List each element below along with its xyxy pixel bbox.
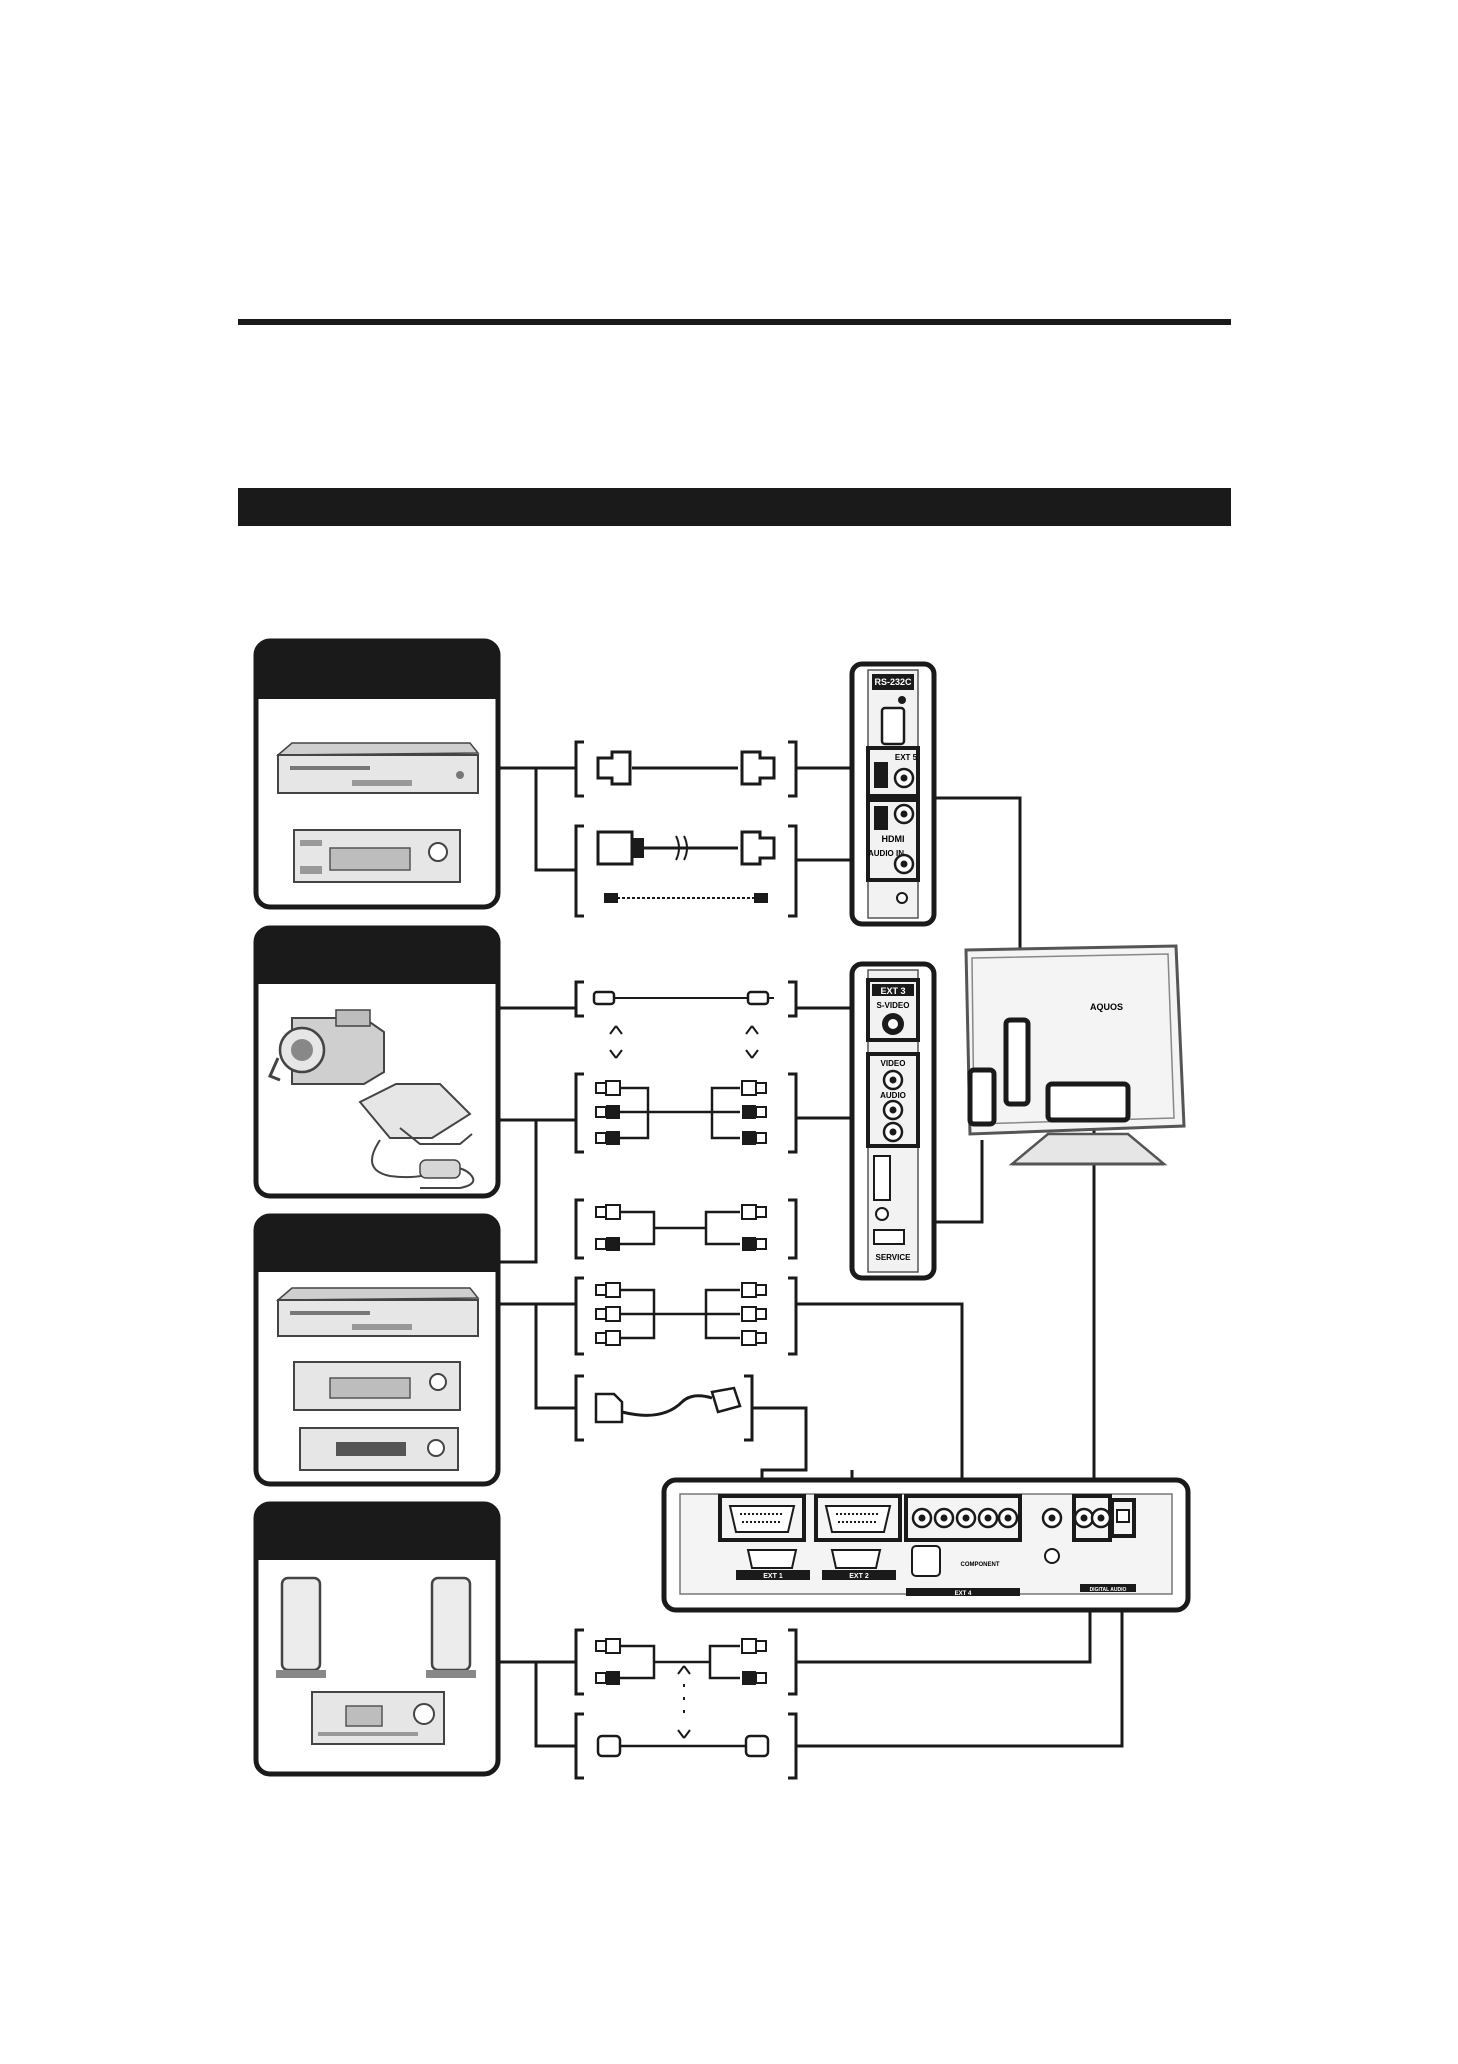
cable-audio-out-rca — [574, 1628, 798, 1739]
av-receiver-icon — [293, 1361, 461, 1411]
tv-rear-view: AQUOS — [964, 944, 1186, 1166]
device-box-scart-sources — [253, 1213, 501, 1487]
av-receiver-icon — [293, 829, 461, 883]
ext1-label: EXT 1 — [763, 1573, 783, 1580]
section-header-band — [238, 488, 1231, 526]
amplifier-icon — [311, 1691, 445, 1745]
bottom-terminal-panel: EXT 1 EXT 2 COMPONENT EXT 4 DIGITAL AUDI… — [661, 1477, 1191, 1613]
cable-composite-av — [574, 1072, 798, 1154]
game-console-icon — [358, 1083, 475, 1189]
vcr-icon — [299, 1427, 459, 1471]
cable-scart — [574, 1374, 754, 1442]
side-terminal-panel-top: RS-232C EXT 5 HDMI AUDIO IN — [849, 661, 937, 927]
speaker-left-icon — [276, 1576, 326, 1678]
rs232c-label: RS-232C — [874, 677, 912, 687]
ext2-label: EXT 2 — [849, 1573, 869, 1580]
cable-s-video — [574, 980, 798, 1059]
hdmi-label: HDMI — [882, 834, 905, 844]
section-rule — [238, 319, 1231, 325]
ext3-label: EXT 3 — [880, 986, 905, 996]
dvd-recorder-icon — [275, 742, 480, 794]
service-label: SERVICE — [876, 1253, 912, 1262]
video-label: VIDEO — [881, 1059, 906, 1068]
tv-brand-label: AQUOS — [1090, 1002, 1123, 1012]
digital-audio-label: DIGITAL AUDIO — [1090, 1587, 1127, 1593]
dvd-recorder-icon — [275, 1287, 480, 1337]
speaker-right-icon — [426, 1576, 476, 1678]
ext5-label: EXT 5 — [895, 753, 918, 762]
cable-routing — [498, 766, 1124, 1748]
side-terminal-panel-bottom: EXT 3 S-VIDEO VIDEO AUDIO SERVICE — [849, 961, 937, 1281]
component-label: COMPONENT — [961, 1562, 1000, 1568]
audio-in-label: AUDIO IN — [868, 849, 904, 858]
s-video-label: S-VIDEO — [877, 1001, 910, 1010]
ext4-label: EXT 4 — [955, 1591, 972, 1597]
cable-dvi-hdmi — [574, 824, 798, 918]
camcorder-icon — [267, 1009, 385, 1085]
cable-optical — [574, 1712, 798, 1780]
cable-audio-rca — [574, 1198, 798, 1260]
audio-label: AUDIO — [880, 1091, 906, 1100]
cable-hdmi — [574, 740, 798, 798]
device-box-hdmi-sources — [253, 638, 501, 910]
device-box-audio-system — [253, 1501, 501, 1777]
device-box-camcorder-console — [253, 925, 501, 1199]
cable-component — [574, 1276, 798, 1356]
